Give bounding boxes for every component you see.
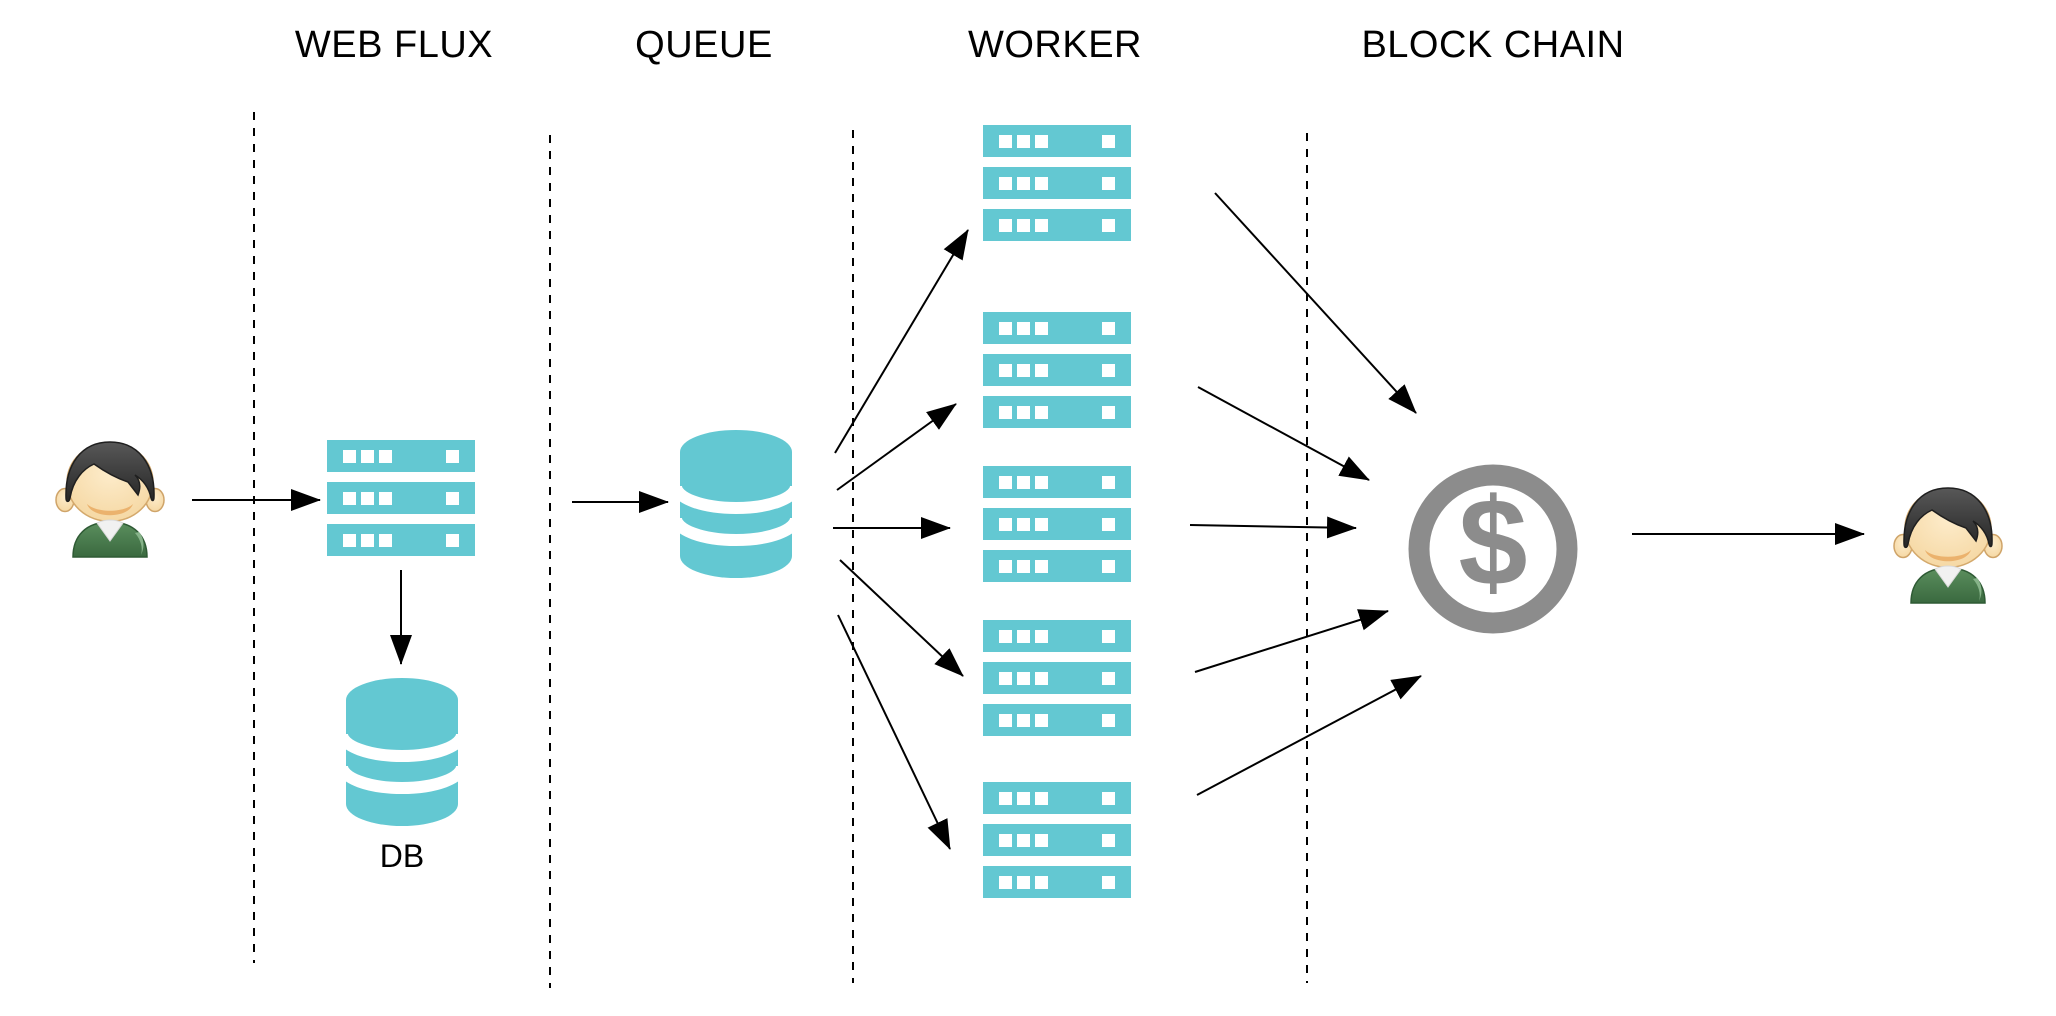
arrow-queue-to-worker-5 xyxy=(837,614,951,850)
arrow-worker-3-to-blockchain xyxy=(1189,516,1357,539)
arrow-worker-1-to-blockchain xyxy=(1214,192,1417,414)
server-stack-icon xyxy=(983,620,1131,736)
server-stack-icon xyxy=(983,125,1131,241)
arrow-worker-5-to-blockchain xyxy=(1196,675,1422,796)
lane-label-worker: WORKER xyxy=(968,24,1142,66)
database-cylinder-icon xyxy=(342,678,462,826)
arrow-worker-2-to-blockchain xyxy=(1197,386,1370,481)
server-stack-icon xyxy=(983,312,1131,428)
lane-label-block-chain: BLOCK CHAIN xyxy=(1361,24,1625,66)
arrow-queue-to-worker-1 xyxy=(834,229,969,454)
flow-arrows xyxy=(192,192,1865,850)
server-stack-icon xyxy=(983,466,1131,582)
server-stack-icon xyxy=(983,782,1131,898)
dollar-sign-glyph: $ xyxy=(1458,473,1528,612)
lane-divider-dashed xyxy=(253,112,1308,988)
user-icon xyxy=(55,441,165,558)
db-node-label: DB xyxy=(379,838,425,874)
server-stack-icon xyxy=(327,440,475,556)
arrow-queue-to-worker-4 xyxy=(839,559,964,677)
dollar-coin-icon xyxy=(1408,464,1578,634)
lane-label-web-flux: WEB FLUX xyxy=(294,24,494,66)
arrow-worker-4-to-blockchain xyxy=(1194,609,1389,673)
lane-label-queue: QUEUE xyxy=(635,24,773,66)
user-icon xyxy=(1893,487,2003,604)
arrow-queue-to-worker-2 xyxy=(836,403,957,491)
queue-cylinder-icon xyxy=(676,430,796,578)
